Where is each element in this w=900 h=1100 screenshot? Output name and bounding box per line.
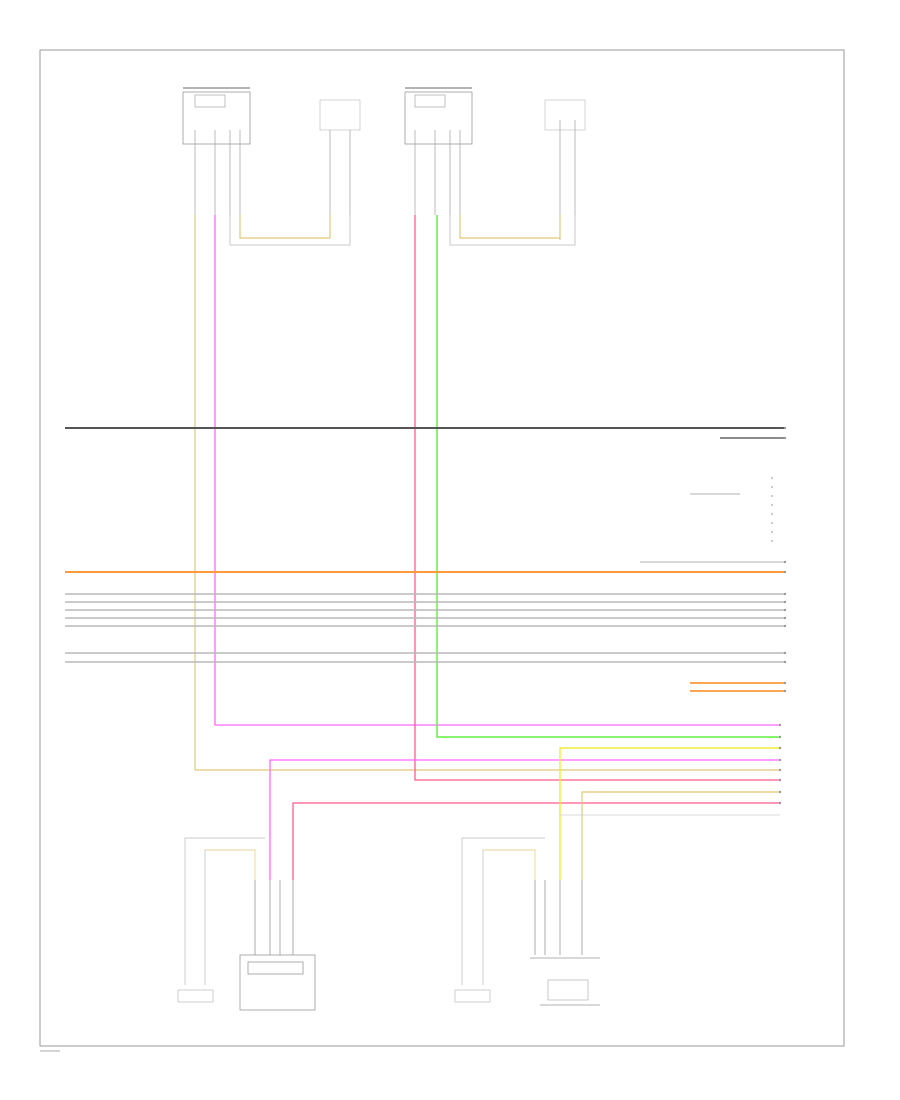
wire-loop-gray-1 bbox=[229, 215, 351, 246]
wire-loop-tan-2 bbox=[459, 215, 561, 239]
connector-dots-column bbox=[771, 477, 773, 542]
wire-gray-group-2 bbox=[65, 652, 785, 663]
wire-pink-mid bbox=[414, 215, 780, 781]
sensor-bottom-3 bbox=[454, 837, 545, 1003]
wire-yellow-bottom bbox=[559, 747, 780, 880]
wire-pink-bottom-1 bbox=[269, 759, 780, 880]
wire-green bbox=[436, 215, 780, 738]
sensor-bottom-1 bbox=[177, 837, 265, 1003]
sensor-bottom-4 bbox=[530, 880, 600, 1006]
wire-tan-left bbox=[194, 215, 780, 771]
diagram-border bbox=[39, 49, 845, 1047]
wire-pink-left bbox=[214, 215, 780, 726]
sensor-top-3 bbox=[404, 87, 473, 145]
wire-red-bottom bbox=[292, 802, 780, 880]
wire-gray-group-1 bbox=[65, 593, 785, 627]
wire-orange-short bbox=[690, 682, 785, 692]
sensor-top-1 bbox=[182, 87, 251, 145]
wire-tan-bottom bbox=[581, 791, 780, 880]
wire-loop-gray-2 bbox=[449, 215, 576, 246]
sensor-bottom-2 bbox=[239, 880, 316, 1011]
sensor-top-2 bbox=[319, 99, 361, 131]
top-stubs bbox=[194, 120, 576, 240]
wire-loop-tan-1 bbox=[239, 215, 331, 239]
sensor-top-4 bbox=[544, 99, 586, 131]
connector-pins bbox=[778, 426, 787, 805]
